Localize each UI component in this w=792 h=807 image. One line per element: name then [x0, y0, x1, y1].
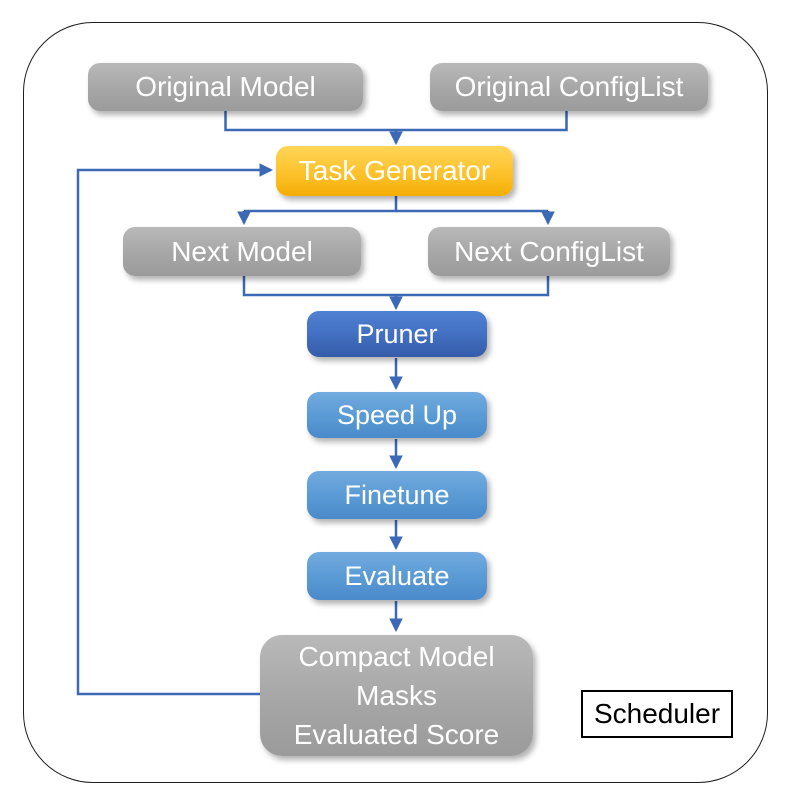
node-output-results: Compact Model Masks Evaluated Score	[260, 635, 533, 756]
feedback-loop-output-to-task-generator	[76, 163, 274, 696]
node-speed-up: Speed Up	[307, 392, 487, 438]
output-line-masks: Masks	[356, 680, 437, 711]
node-evaluate: Evaluate	[307, 552, 487, 600]
scheduler-label-box: Scheduler	[581, 690, 733, 738]
connector-next-merge	[242, 276, 550, 297]
output-line-compact-model: Compact Model	[298, 641, 495, 672]
connector-inputs-merge	[224, 110, 568, 132]
node-task-generator: Task Generator	[276, 146, 513, 196]
node-next-configlist: Next ConfigList	[428, 227, 670, 276]
node-pruner: Pruner	[307, 311, 487, 357]
connector-task-generator-split-left	[244, 196, 398, 213]
node-original-configlist: Original ConfigList	[430, 63, 708, 111]
node-finetune: Finetune	[307, 471, 487, 519]
node-original-model: Original Model	[88, 63, 363, 111]
node-next-model: Next Model	[123, 227, 361, 276]
output-line-evaluated-score: Evaluated Score	[293, 719, 500, 750]
scheduler-boundary-frame	[23, 22, 768, 783]
